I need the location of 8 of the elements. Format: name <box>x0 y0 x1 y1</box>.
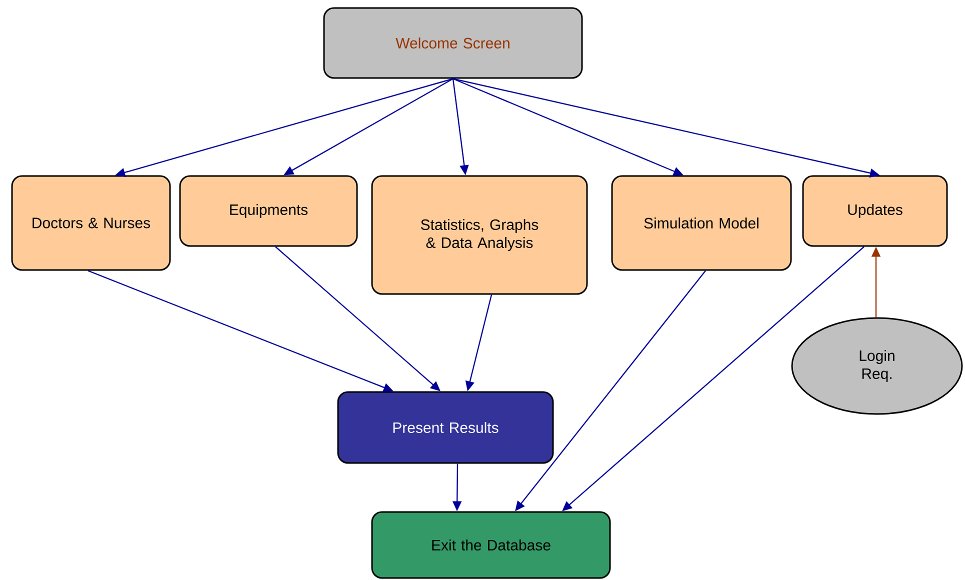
process-box: Simulation Model <box>611 175 792 271</box>
process-box: Equipments <box>179 175 358 247</box>
process-box: Doctors & Nurses <box>11 175 171 271</box>
process-box: Updates <box>802 175 948 247</box>
result-box: Present Results <box>337 391 554 464</box>
process-box: Statistics, Graphs & Data Analysis <box>371 175 588 295</box>
end-box: Exit the Database <box>371 511 611 579</box>
start-box: Welcome Screen <box>323 7 583 79</box>
